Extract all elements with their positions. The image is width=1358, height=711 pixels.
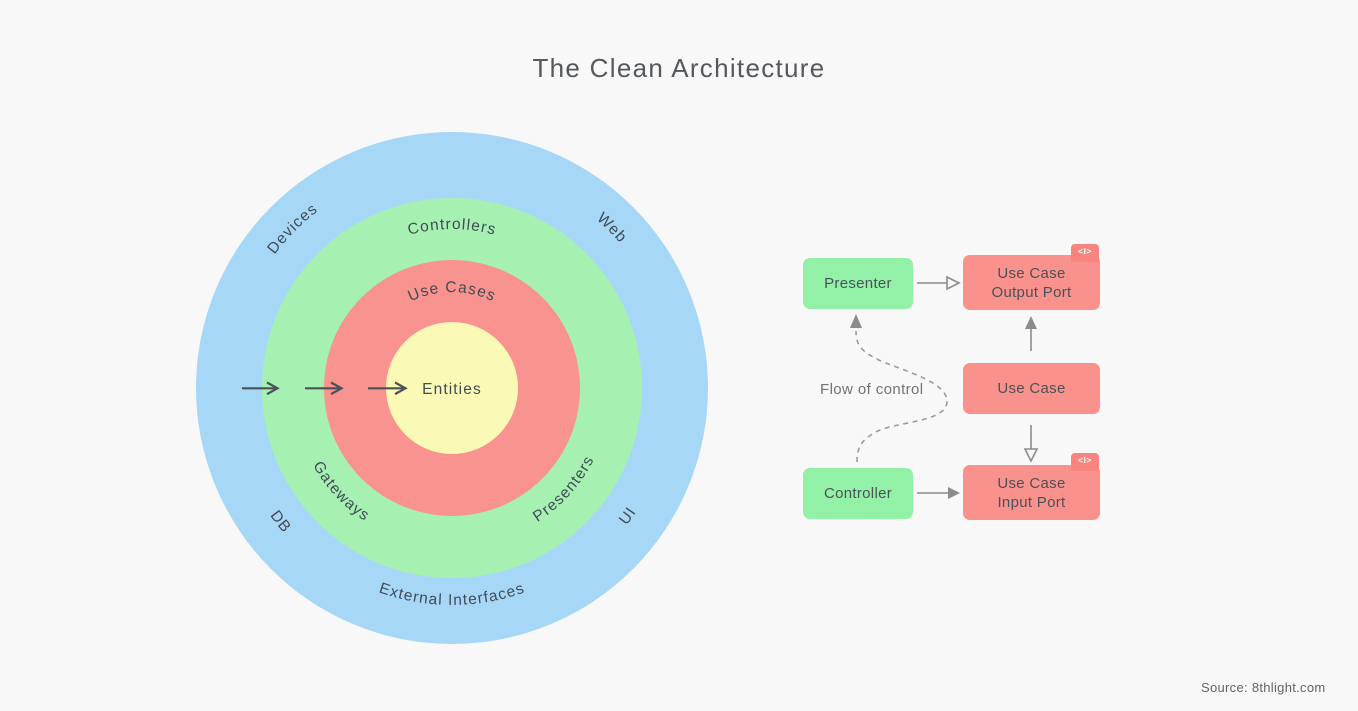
interface-badge-output: <I>	[1071, 244, 1099, 262]
use-case-box: Use Case	[963, 363, 1100, 414]
arrow-usecase-to-input-port	[1023, 425, 1039, 463]
entities-label: Entities	[422, 381, 482, 398]
onion-diagram: Devices Web DB UI External Interfaces Co…	[196, 132, 708, 644]
output-port-line1: Use Case	[997, 264, 1066, 282]
ring-label-controllers: Controllers	[406, 216, 498, 239]
input-port-line2: Input Port	[997, 493, 1066, 511]
inward-arrow-middle	[305, 381, 344, 396]
circle-entities	[386, 322, 518, 454]
flow-of-control-label: Flow of control	[820, 381, 924, 398]
use-case-input-port-box: Use Case Input Port	[963, 465, 1100, 520]
arrow-controller-to-input-port	[917, 487, 960, 499]
inward-arrow-inner	[368, 381, 408, 396]
input-port-line1: Use Case	[997, 474, 1066, 492]
arrow-usecase-to-output-port	[1025, 316, 1037, 351]
arrow-presenter-to-output-port	[917, 275, 961, 291]
page-title: The Clean Architecture	[532, 53, 826, 83]
source-note: Source: 8thlight.com	[1201, 680, 1326, 695]
use-case-label: Use Case	[997, 380, 1066, 397]
presenter-label: Presenter	[824, 275, 892, 292]
output-port-line2: Output Port	[991, 283, 1072, 301]
controller-label: Controller	[823, 485, 893, 502]
use-case-output-port-box: Use Case Output Port	[963, 255, 1100, 310]
inward-arrow-outer	[242, 381, 280, 396]
controller-box: Controller	[803, 468, 913, 519]
interface-badge-input: <I>	[1071, 453, 1099, 471]
presenter-box: Presenter	[803, 258, 913, 309]
